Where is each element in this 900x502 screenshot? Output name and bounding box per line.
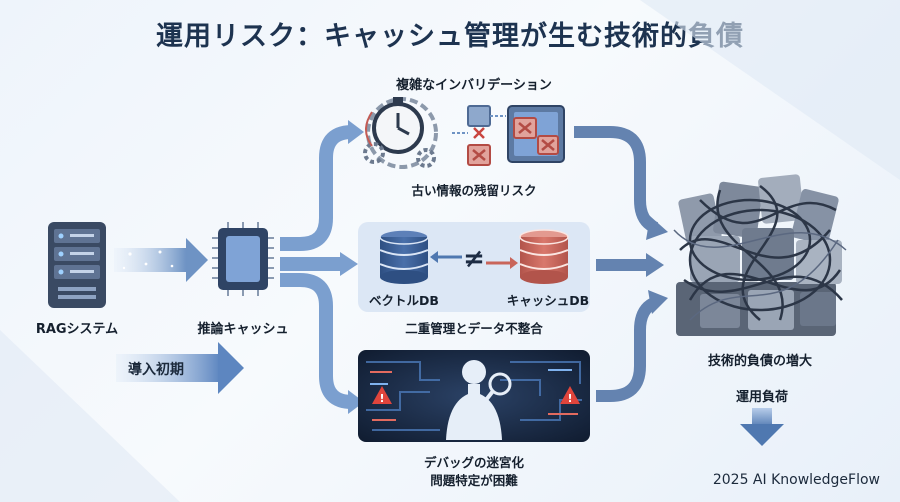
- ops-load-label: 運用負荷: [735, 390, 788, 405]
- branch-arrows: [280, 125, 353, 409]
- vector-db-icon: [379, 229, 429, 284]
- flow-arrow-rag-to-cache: [114, 238, 208, 282]
- cache-db-label: キャッシュDB: [506, 293, 590, 308]
- converge-arrows: [574, 126, 659, 402]
- hard-to-identify-caption: 問題特定が困難: [430, 473, 518, 488]
- page-title: 運用リスク：キャッシュ管理が生む技術的負債: [156, 21, 744, 52]
- tangled-debt-icon: [673, 174, 847, 336]
- stage-label: 導入初期: [128, 362, 184, 378]
- detective-icon: [446, 360, 512, 440]
- rag-label: RAGシステム: [35, 322, 119, 337]
- stage-arrow: [116, 342, 244, 394]
- invalidation-chips-icon: [452, 105, 565, 166]
- dual-management-caption: 二重管理とデータ不整合: [405, 321, 543, 336]
- warning-icon: !: [372, 386, 392, 405]
- sync-arrows-icon: [430, 251, 518, 269]
- chip-icon: [212, 222, 274, 296]
- svg-text:!: !: [567, 392, 572, 405]
- cache-label: 推論キャッシュ: [197, 322, 289, 337]
- maze-lines-icon: [366, 361, 582, 431]
- code-lines-icon: [370, 369, 578, 421]
- svg-text:!: !: [379, 392, 384, 405]
- vector-db-label: ベクトルDB: [369, 293, 439, 308]
- server-icon: [48, 222, 106, 308]
- debt-label: 技術的負債の増大: [707, 354, 812, 369]
- clock-icon: [363, 97, 438, 169]
- invalidation-title: 複雑なインバリデーション: [396, 78, 552, 93]
- not-equal-icon: ≠: [463, 244, 485, 274]
- footer-credit: 2025 AI KnowledgeFlow: [712, 472, 880, 488]
- warning-icon-2: !: [560, 386, 580, 405]
- stale-risk-caption: 古い情報の残留リスク: [411, 183, 537, 198]
- cache-db-icon: [519, 229, 569, 284]
- down-arrow: [740, 408, 784, 446]
- debug-maze-caption: デバッグの迷宮化: [423, 455, 524, 470]
